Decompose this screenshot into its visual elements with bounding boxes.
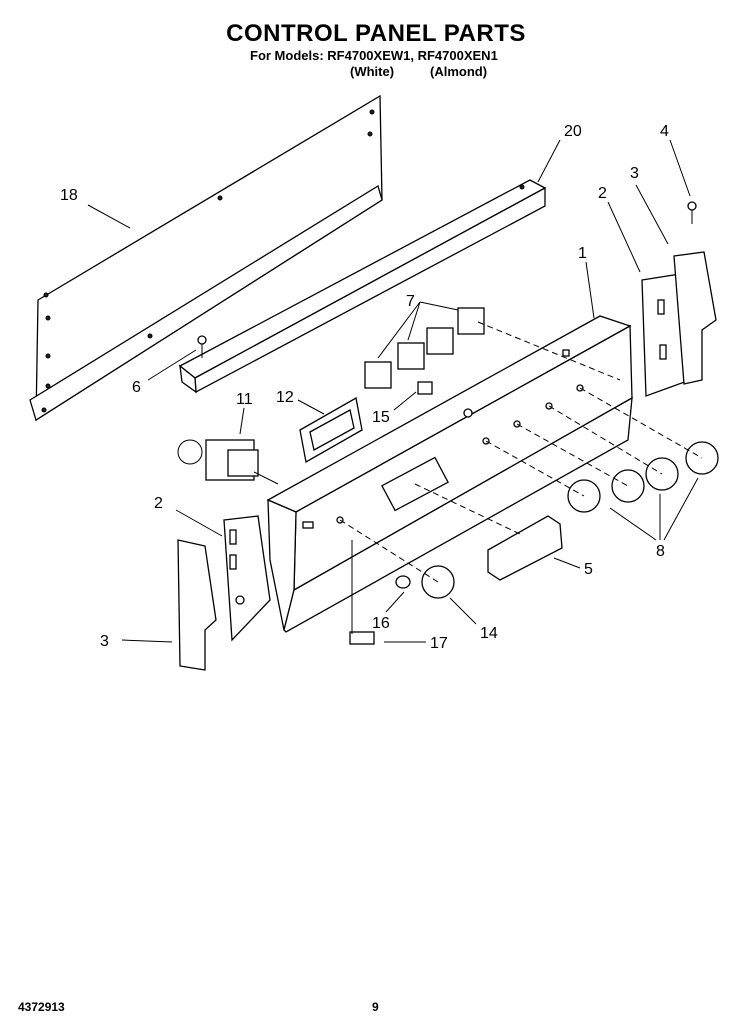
part-2-left-endcap	[223, 515, 271, 642]
part-5-timer	[487, 515, 563, 581]
page-title: CONTROL PANEL PARTS	[226, 20, 526, 47]
callout-8: 8	[656, 543, 665, 560]
part-7-relays	[364, 307, 485, 389]
callout-12: 12	[276, 389, 294, 406]
part-20-trim-strip	[178, 179, 547, 394]
part-3-left-trim	[177, 539, 217, 671]
variant-almond: (Almond)	[430, 64, 488, 79]
callout-16: 16	[372, 615, 390, 632]
part-18-back-panel	[29, 94, 383, 422]
alignment-lines	[339, 321, 703, 634]
callout-4: 4	[660, 123, 669, 140]
callout-2-left: 2	[154, 495, 163, 512]
part-15-switch	[417, 381, 433, 395]
leader-lines	[87, 139, 699, 643]
callout-20: 20	[564, 123, 582, 140]
callout-18: 18	[60, 187, 78, 204]
callout-3-left: 3	[100, 633, 109, 650]
part-12-bracket	[299, 396, 363, 464]
part-3-right-trim	[673, 251, 717, 385]
document-number: 4372913	[18, 1000, 65, 1014]
part-16-cap	[395, 575, 411, 589]
page-number: 9	[372, 1000, 379, 1014]
callout-6: 6	[132, 379, 141, 396]
screw-icon	[197, 201, 697, 358]
callout-15: 15	[372, 409, 390, 426]
switch-icon	[349, 631, 375, 645]
model-list: For Models: RF4700XEW1, RF4700XEN1	[250, 48, 498, 63]
part-1-control-console	[266, 315, 633, 633]
callout-14: 14	[480, 625, 498, 642]
callout-1: 1	[578, 245, 587, 262]
callout-3-right: 3	[630, 165, 639, 182]
part-11-thermostat	[177, 439, 279, 485]
callout-11: 11	[236, 391, 253, 408]
callout-17: 17	[430, 635, 448, 652]
variant-white: (White)	[350, 64, 395, 79]
callout-2-right: 2	[598, 185, 607, 202]
callout-7: 7	[406, 293, 415, 310]
callout-5: 5	[584, 561, 593, 578]
